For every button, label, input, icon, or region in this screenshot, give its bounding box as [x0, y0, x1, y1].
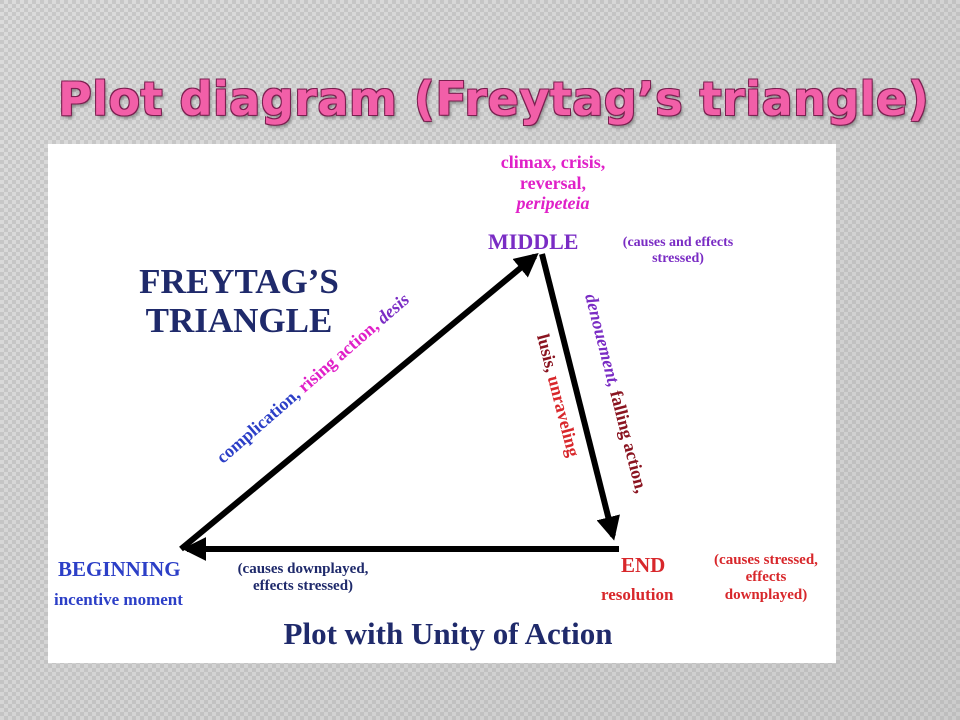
end-label: END: [621, 553, 666, 577]
end-note-line1: (causes stressed,: [714, 552, 818, 568]
end-note-line2: effects: [745, 569, 787, 586]
end-sub: resolution: [601, 585, 674, 604]
diagram-heading: FREYTAG’S TRIANGLE: [94, 262, 384, 340]
climax-line1: climax, crisis,: [500, 152, 606, 172]
arrow-rising-icon: [179, 252, 539, 552]
freytag-diagram: FREYTAG’S TRIANGLE climax, crisis, rever…: [48, 144, 836, 663]
end-note: (causes stressed, effects downplayed): [698, 552, 834, 604]
diagram-heading-line2: TRIANGLE: [145, 301, 333, 341]
triangle-arrows: [179, 252, 620, 561]
diagram-footer: Plot with Unity of Action: [283, 616, 613, 651]
beginning-sub: incentive moment: [54, 590, 183, 609]
climax-label: climax, crisis, reversal, peripeteia: [468, 152, 638, 214]
end-note-line3: downplayed): [724, 586, 808, 603]
beginning-label: BEGINNING: [58, 557, 181, 581]
middle-note-line2: stressed): [652, 251, 704, 267]
bottom-note-line2: effects stressed): [252, 578, 354, 595]
middle-label: MIDDLE: [488, 229, 579, 254]
slide-title: Plot diagram (Freytag’s triangle): [58, 72, 930, 126]
middle-note-line1: (causes and effects: [622, 235, 734, 250]
climax-line3: peripeteia: [516, 193, 590, 214]
diagram-heading-line1: FREYTAG’S: [139, 262, 339, 301]
middle-note: (causes and effects stressed): [603, 235, 753, 267]
bottom-note-line1: (causes downplayed,: [237, 561, 369, 577]
arrow-falling-icon: [539, 253, 620, 541]
climax-line2: reversal,: [519, 172, 587, 193]
bottom-note: (causes downplayed, effects stressed): [218, 561, 388, 596]
